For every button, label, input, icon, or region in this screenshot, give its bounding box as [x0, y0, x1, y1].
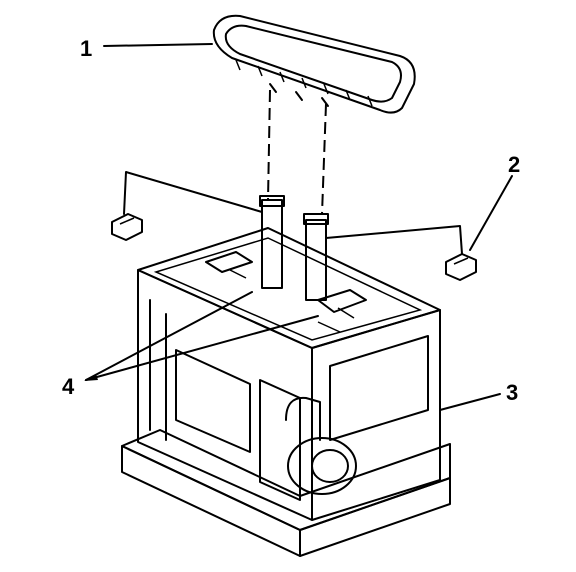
- callout-2: 2: [508, 152, 520, 177]
- top-cover-part: [212, 14, 416, 114]
- clip-part-right: [445, 253, 477, 281]
- alignment-guides: [267, 89, 327, 215]
- callout-4: 4: [62, 374, 75, 399]
- leader-lines: [84, 43, 513, 411]
- callout-3: 3: [506, 380, 518, 405]
- housing-part: [121, 227, 451, 557]
- wire-leads: [123, 171, 463, 255]
- clip-part-left: [111, 213, 143, 241]
- standoff-posts: [259, 195, 329, 301]
- callout-1: 1: [80, 36, 92, 61]
- callout-labels: 1 2 3 4: [62, 36, 520, 405]
